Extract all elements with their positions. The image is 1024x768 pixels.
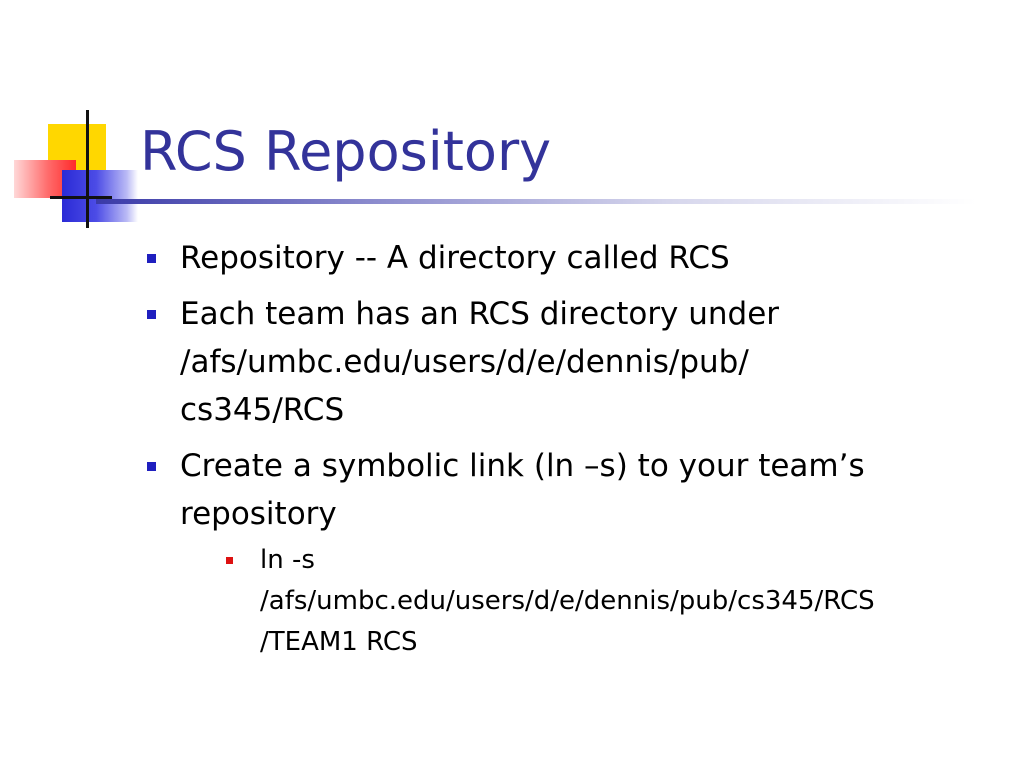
bullet-list: Repository -- A directory called RCS Eac… xyxy=(146,234,976,663)
logo-horizontal-line xyxy=(50,196,112,199)
sub-bullet-text: /afs/umbc.edu/users/d/e/dennis/pub/cs345… xyxy=(260,586,875,616)
bullet-item: Create a symbolic link (ln –s) to your t… xyxy=(146,442,976,663)
bullet-text: /afs/umbc.edu/users/d/e/dennis/pub/ xyxy=(180,344,749,380)
red-square-bullet-icon xyxy=(226,557,233,564)
bullet-item: Each team has an RCS directory under /af… xyxy=(146,290,976,434)
slide-body: Repository -- A directory called RCS Eac… xyxy=(146,234,976,671)
square-bullet-icon xyxy=(147,254,156,263)
bullet-item: Repository -- A directory called RCS xyxy=(146,234,976,282)
sub-bullet-list: ln -s /afs/umbc.edu/users/d/e/dennis/pub… xyxy=(180,540,976,663)
bullet-text: Each team has an RCS directory under xyxy=(180,296,780,332)
bullet-text: repository xyxy=(180,496,337,532)
bullet-text: Create a symbolic link (ln –s) to your t… xyxy=(180,448,865,484)
square-bullet-icon xyxy=(147,310,156,319)
logo-vertical-line xyxy=(86,110,89,228)
bullet-text: cs345/RCS xyxy=(180,392,345,428)
sub-bullet-item: ln -s /afs/umbc.edu/users/d/e/dennis/pub… xyxy=(226,540,976,663)
title-underline xyxy=(96,199,976,204)
sub-bullet-text: /TEAM1 RCS xyxy=(260,627,418,657)
square-bullet-icon xyxy=(147,462,156,471)
sub-bullet-text: ln -s xyxy=(260,545,315,575)
bullet-text: Repository -- A directory called RCS xyxy=(180,240,730,276)
slide-title: RCS Repository xyxy=(140,120,552,183)
